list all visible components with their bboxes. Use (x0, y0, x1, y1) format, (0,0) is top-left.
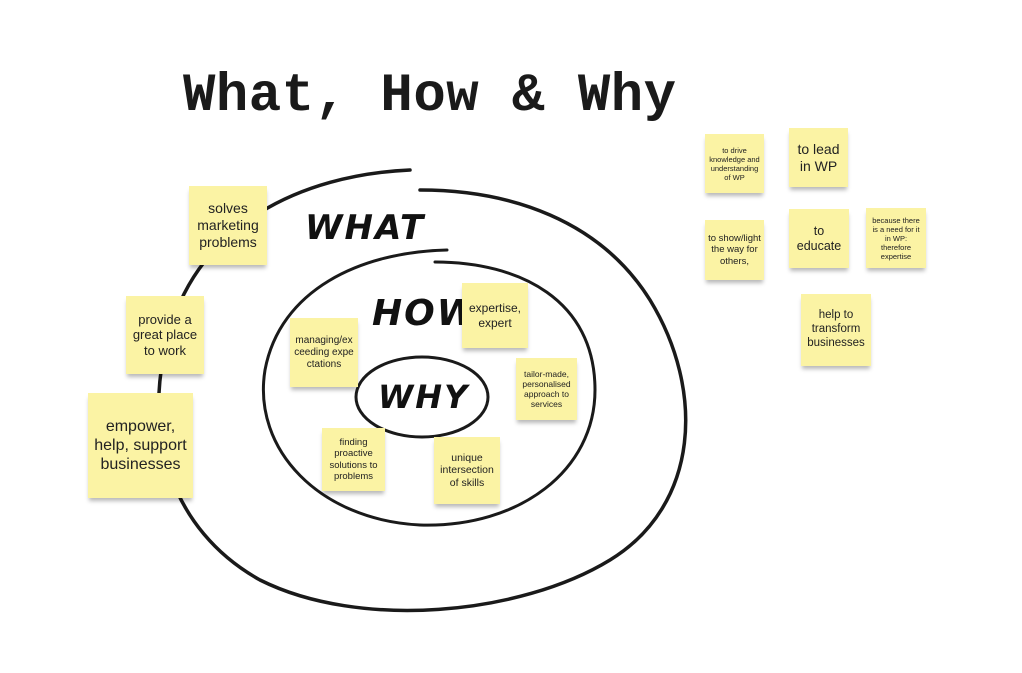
sticky-note[interactable]: because there is a need for it in WP: th… (866, 208, 926, 268)
sticky-note[interactable]: help to transform businesses (801, 294, 871, 366)
sticky-note[interactable]: provide a great place to work (126, 296, 204, 374)
sticky-note[interactable]: to lead in WP (789, 128, 848, 187)
sticky-note[interactable]: empower, help, support businesses (88, 393, 193, 498)
how-label: HOW (372, 293, 479, 334)
what-label: WHAT (305, 208, 426, 248)
sticky-note[interactable]: to show/light the way for others, (705, 220, 764, 280)
sticky-note[interactable]: to educate (789, 209, 849, 268)
sticky-note[interactable]: expertise, expert (462, 283, 528, 348)
why-label: WHY (378, 378, 470, 416)
inner-circle-stroke (354, 355, 490, 439)
sticky-note[interactable]: to drive knowledge and understanding of … (705, 134, 764, 193)
sticky-note[interactable]: finding proactive solutions to problems (322, 428, 385, 491)
sticky-note[interactable]: managing/exceeding expectations (290, 318, 358, 387)
middle-circle-stroke (262, 248, 597, 527)
sticky-note[interactable]: solves marketing problems (189, 186, 267, 265)
outer-circle-stroke (157, 168, 688, 613)
sticky-note[interactable]: tailor-made, personalised approach to se… (516, 358, 577, 420)
page-title: What, How & Why (183, 66, 677, 127)
sticky-note[interactable]: unique intersection of skills (434, 437, 500, 504)
